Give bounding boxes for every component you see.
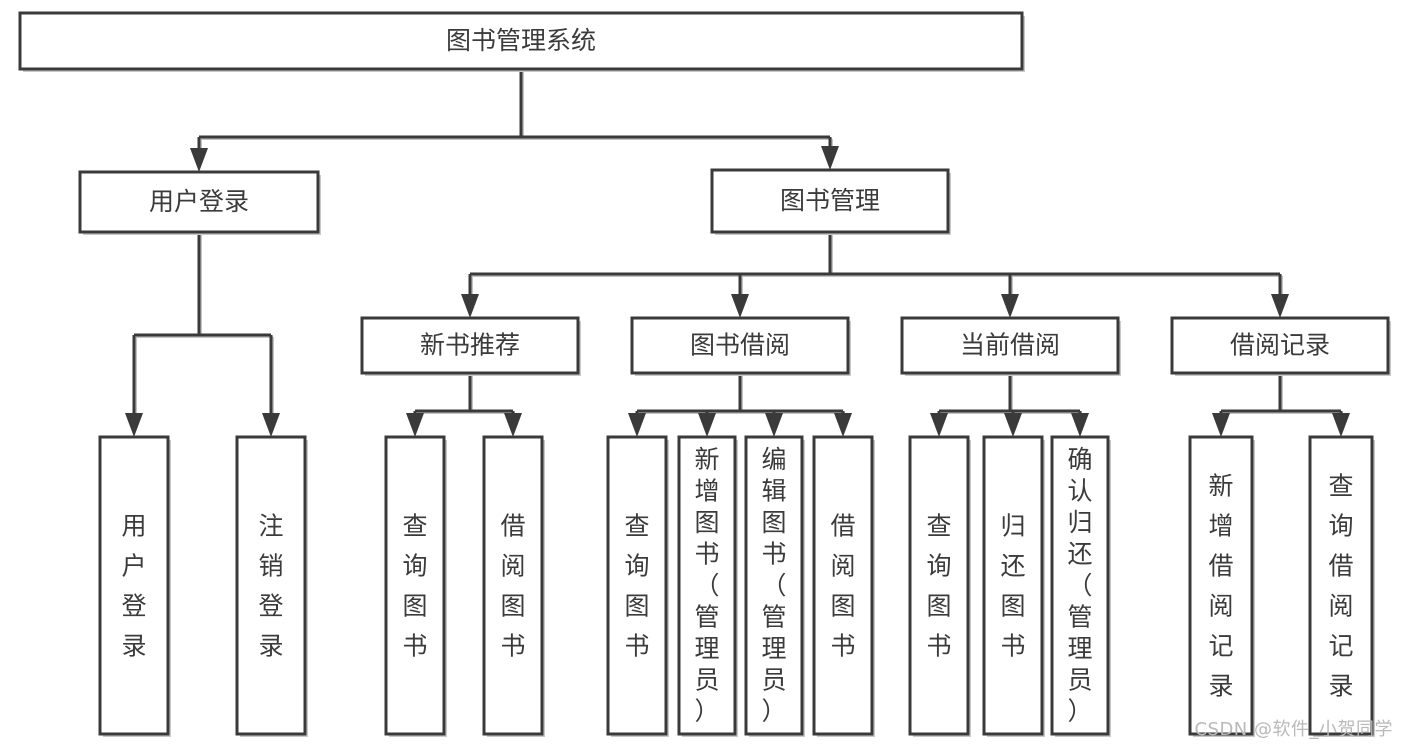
node-current-borrow[interactable] — [900, 316, 1120, 375]
leaf-leaf-add-book-label: 新增图书（管理员） — [694, 445, 719, 726]
node-new-book-recommend-label: 新书推荐 — [420, 331, 520, 360]
leaf-leaf-query-record[interactable] — [1308, 435, 1374, 736]
new-book-recommend-to-leaf-1-arrowhead — [504, 413, 522, 437]
leaf-leaf-query-record-label: 查询借阅记录 — [1328, 472, 1353, 701]
borrow-record-to-leaf-1-arrowhead — [1332, 413, 1350, 437]
book-borrow-to-leaf-2-arrowhead — [765, 413, 783, 437]
leaf-leaf-query-book-1[interactable] — [384, 435, 446, 736]
leaf-leaf-user-login-label: 用户登录 — [121, 512, 146, 661]
current-borrow-to-leaf-2-arrowhead — [1071, 413, 1089, 437]
leaf-leaf-add-book[interactable] — [677, 435, 737, 736]
leaf-leaf-confirm-return-label: 确认归还（管理员） — [1067, 445, 1092, 726]
leaf-leaf-user-login[interactable] — [98, 435, 170, 736]
node-current-borrow-label: 当前借阅 — [960, 331, 1060, 360]
leaf-leaf-user-logout[interactable] — [235, 435, 307, 736]
current-borrow-to-leaf-1-arrowhead — [1004, 413, 1022, 437]
root-to-book-manage-arrowhead — [821, 146, 839, 170]
current-borrow-to-leaf-0-arrowhead — [930, 413, 948, 437]
node-new-book-recommend[interactable] — [360, 316, 580, 375]
leaf-leaf-borrow-book-2-label: 借阅图书 — [830, 512, 855, 661]
node-book-manage[interactable] — [710, 168, 950, 234]
leaf-leaf-query-book-3-label: 查询图书 — [926, 512, 951, 661]
node-book-borrow[interactable] — [630, 316, 850, 375]
node-book-manage-label: 图书管理 — [780, 186, 880, 215]
leaf-leaf-query-book-2-label: 查询图书 — [624, 512, 649, 661]
book-borrow-to-leaf-3-arrowhead — [834, 413, 852, 437]
book-manage-to-borrow-record-arrowhead — [1271, 294, 1289, 318]
connector-layer — [125, 69, 1350, 437]
leaf-leaf-query-book-1-label: 查询图书 — [402, 512, 427, 661]
leaf-leaf-confirm-return[interactable] — [1050, 435, 1110, 736]
leaf-leaf-borrow-book-1-label: 借阅图书 — [500, 512, 525, 661]
new-book-recommend-to-leaf-0-arrowhead — [406, 413, 424, 437]
leaf-leaf-query-book-2[interactable] — [606, 435, 668, 736]
node-user-login[interactable] — [78, 170, 320, 234]
csdn-watermark: CSDN @软件_小贺同学 — [1194, 719, 1393, 740]
leaf-leaf-return-book-label: 归还图书 — [1000, 512, 1025, 661]
leaf-leaf-user-logout-label: 注销登录 — [258, 512, 283, 661]
root-to-user-login-arrowhead — [190, 148, 208, 172]
root-node-label: 图书管理系统 — [446, 26, 596, 55]
book-manage-to-book-borrow-arrowhead — [731, 294, 749, 318]
leaf-leaf-edit-book[interactable] — [744, 435, 804, 736]
leaf-leaf-query-book-3[interactable] — [908, 435, 970, 736]
node-user-login-label: 用户登录 — [149, 187, 249, 216]
book-manage-to-current-borrow-arrowhead — [1001, 294, 1019, 318]
borrow-record-to-leaf-0-arrowhead — [1212, 413, 1230, 437]
node-borrow-record[interactable] — [1170, 316, 1390, 375]
root-node[interactable] — [18, 11, 1024, 71]
node-layer: 图书管理系统用户登录图书管理新书推荐图书借阅当前借阅借阅记录用户登录注销登录查询… — [18, 11, 1391, 737]
user-login-to-leaf-1-arrowhead — [262, 413, 280, 437]
leaf-leaf-edit-book-label: 编辑图书（管理员） — [761, 445, 786, 726]
book-manage-to-new-book-recommend-arrowhead — [461, 294, 479, 318]
leaf-leaf-return-book[interactable] — [982, 435, 1044, 736]
node-book-borrow-label: 图书借阅 — [690, 331, 790, 360]
leaf-leaf-add-record-label: 新增借阅记录 — [1208, 472, 1233, 701]
book-borrow-to-leaf-1-arrowhead — [698, 413, 716, 437]
node-borrow-record-label: 借阅记录 — [1230, 331, 1330, 360]
user-login-to-leaf-0-arrowhead — [125, 413, 143, 437]
book-borrow-to-leaf-0-arrowhead — [628, 413, 646, 437]
leaf-leaf-borrow-book-1[interactable] — [482, 435, 544, 736]
leaf-leaf-add-record[interactable] — [1188, 435, 1254, 736]
leaf-leaf-borrow-book-2[interactable] — [812, 435, 874, 736]
